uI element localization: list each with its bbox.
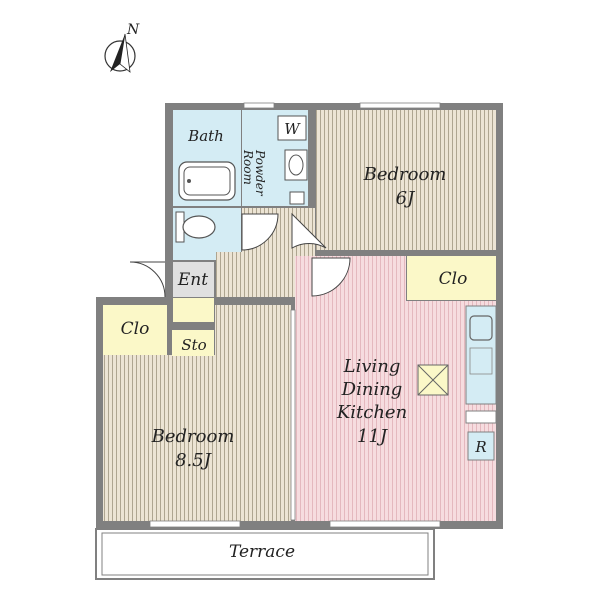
compass-needle-outline-icon bbox=[119, 33, 131, 73]
doors bbox=[129, 212, 351, 298]
hall-floor-2 bbox=[216, 252, 242, 297]
closet-left-label: Clo bbox=[121, 319, 150, 339]
ldk-label-kitchen: Kitchen bbox=[336, 402, 407, 423]
bedroom-6-floor bbox=[316, 110, 496, 250]
kitchen-stove-icon bbox=[469, 347, 493, 375]
counter-divider bbox=[465, 410, 497, 424]
toilet-door-icon bbox=[241, 213, 279, 251]
closet-right-label: Clo bbox=[439, 269, 468, 289]
washbasin-icon bbox=[284, 149, 308, 205]
shoe-closet bbox=[173, 298, 214, 322]
ceiling-mark-icon bbox=[417, 364, 449, 396]
refrigerator-label: R bbox=[474, 438, 486, 456]
powder-room-label: Powder Room bbox=[241, 149, 267, 197]
powder-door-icon bbox=[291, 212, 327, 249]
bedroom-6-label: Bedroom bbox=[363, 164, 447, 185]
washer-icon bbox=[277, 115, 307, 141]
terrace bbox=[95, 528, 435, 580]
partitions bbox=[149, 102, 441, 528]
ldk-floor bbox=[295, 256, 406, 521]
bedroom-85-label: Bedroom bbox=[151, 426, 235, 447]
closet-left-floor bbox=[103, 305, 167, 355]
compass-circle bbox=[104, 40, 136, 72]
ldk-label-living: Living bbox=[343, 356, 401, 377]
kitchen-counter bbox=[465, 305, 497, 461]
bathtub-icon bbox=[178, 161, 236, 201]
bath-label: Bath bbox=[187, 127, 224, 145]
storage-floor bbox=[172, 330, 214, 356]
kitchen-sink-icon bbox=[469, 315, 493, 341]
refrigerator-box bbox=[467, 431, 495, 461]
compass: N bbox=[104, 22, 140, 73]
closet-right-floor bbox=[407, 256, 496, 300]
bedroom-85-floor-2 bbox=[215, 305, 291, 357]
ldk-door-icon bbox=[311, 257, 351, 297]
bedroom-85-floor bbox=[103, 355, 291, 521]
toilet-icon bbox=[175, 211, 216, 243]
compass-label: N bbox=[126, 22, 140, 38]
compass-needle-icon bbox=[110, 34, 125, 72]
entrance-floor bbox=[173, 262, 214, 297]
ldk-label-dining: Dining bbox=[341, 379, 403, 400]
bedroom-6-size: 6J bbox=[396, 188, 416, 209]
ldk-size: 11J bbox=[357, 426, 389, 447]
bedroom-85-size: 8.5J bbox=[175, 450, 213, 471]
entrance-door-icon bbox=[129, 261, 166, 298]
washer-label: W bbox=[284, 120, 301, 138]
entrance-label: Ent bbox=[177, 270, 208, 290]
terrace-label: Terrace bbox=[229, 542, 295, 562]
svg-text:Powder: Powder bbox=[253, 149, 267, 197]
svg-text:Room: Room bbox=[241, 149, 255, 185]
storage-label: Sto bbox=[181, 336, 206, 354]
